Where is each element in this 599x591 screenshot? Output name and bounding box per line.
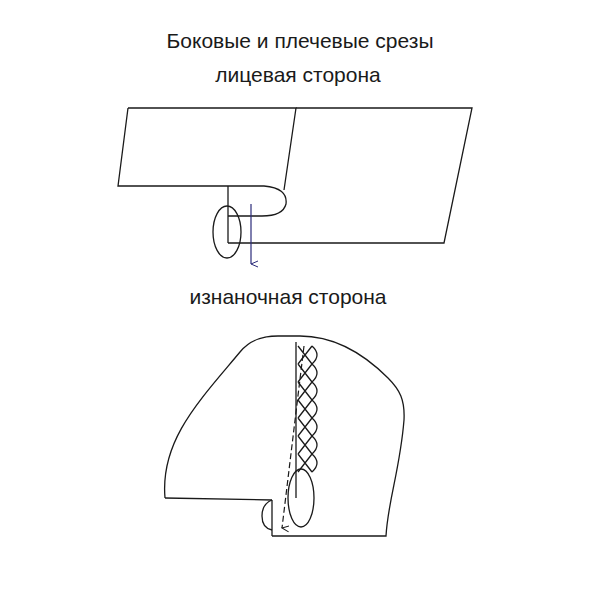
- side-label: изнаночная сторона: [189, 284, 386, 309]
- right-panel: [228, 108, 472, 243]
- fabric-bottom: [165, 498, 272, 500]
- fabric-edge: [271, 500, 272, 536]
- left-panel-edge: [118, 108, 228, 186]
- seam-oval: [288, 469, 314, 527]
- overlock-stitch: [298, 346, 317, 472]
- left-panel-top: [128, 108, 296, 190]
- fabric-outline: [165, 336, 405, 536]
- seam-oval: [213, 206, 241, 258]
- fabric-fold: [262, 500, 272, 530]
- direction-arrow: [250, 204, 251, 264]
- wrong-side-figure: [165, 336, 405, 536]
- seam-line: [227, 186, 228, 243]
- diagram-title: Боковые и плечевые срезы: [166, 28, 433, 53]
- stitch-direction: [282, 346, 304, 528]
- seam-fold: [228, 186, 286, 216]
- face-side-figure: [118, 108, 472, 258]
- side-label: лицевая сторона: [215, 62, 380, 87]
